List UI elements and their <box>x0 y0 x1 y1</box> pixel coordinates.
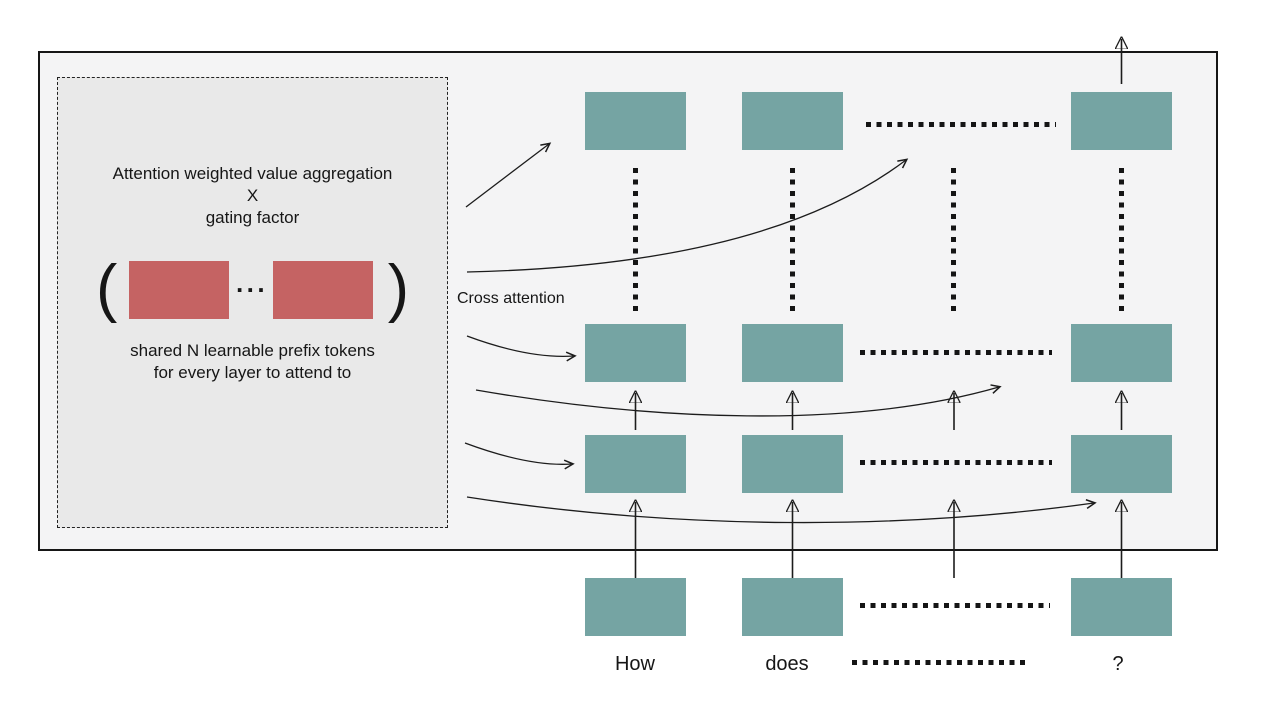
hidden-state-box <box>585 92 686 150</box>
close-paren: ) <box>387 251 409 324</box>
prefix-token-group: ( ··· ) <box>58 255 447 319</box>
row-ellipsis-dots <box>866 122 1056 127</box>
hidden-state-box <box>1071 324 1172 382</box>
input-embedding-box <box>1071 578 1172 636</box>
row-ellipsis-dots <box>860 350 1052 355</box>
column-ellipsis-dots <box>633 168 638 314</box>
prefix-token-box <box>129 261 229 319</box>
column-ellipsis-dots <box>1119 168 1124 314</box>
caption-line-2: for every layer to attend to <box>153 363 352 382</box>
token-ellipsis-dots <box>852 660 1028 665</box>
heading-line-3: gating factor <box>205 208 300 227</box>
prefix-panel: Attention weighted value aggregation X g… <box>57 77 448 528</box>
hidden-state-box <box>585 324 686 382</box>
heading-line-2: X <box>246 186 259 205</box>
token-ellipsis: ··· <box>236 274 268 305</box>
input-embedding-box <box>742 578 843 636</box>
input-token-label: How <box>614 653 656 675</box>
caption-line-1: shared N learnable prefix tokens <box>130 341 375 360</box>
open-paren: ( <box>96 251 118 324</box>
hidden-state-box <box>742 435 843 493</box>
panel-heading: Attention weighted value aggregation X g… <box>58 163 447 229</box>
input-token-label: ? <box>1112 653 1124 675</box>
input-embedding-box <box>585 578 686 636</box>
column-ellipsis-dots <box>951 168 956 314</box>
panel-caption: shared N learnable prefix tokens for eve… <box>58 340 447 384</box>
input-token-label: does <box>765 653 809 675</box>
prefix-token-box <box>273 261 373 319</box>
hidden-state-box <box>585 435 686 493</box>
heading-line-1: Attention weighted value aggregation <box>112 164 393 183</box>
hidden-state-box <box>1071 92 1172 150</box>
cross-attention-label: Cross attention <box>457 290 565 307</box>
row-ellipsis-dots <box>860 460 1052 465</box>
hidden-state-box <box>742 92 843 150</box>
hidden-state-box <box>742 324 843 382</box>
hidden-state-box <box>1071 435 1172 493</box>
column-ellipsis-dots <box>790 168 795 314</box>
row-ellipsis-dots <box>860 603 1050 608</box>
